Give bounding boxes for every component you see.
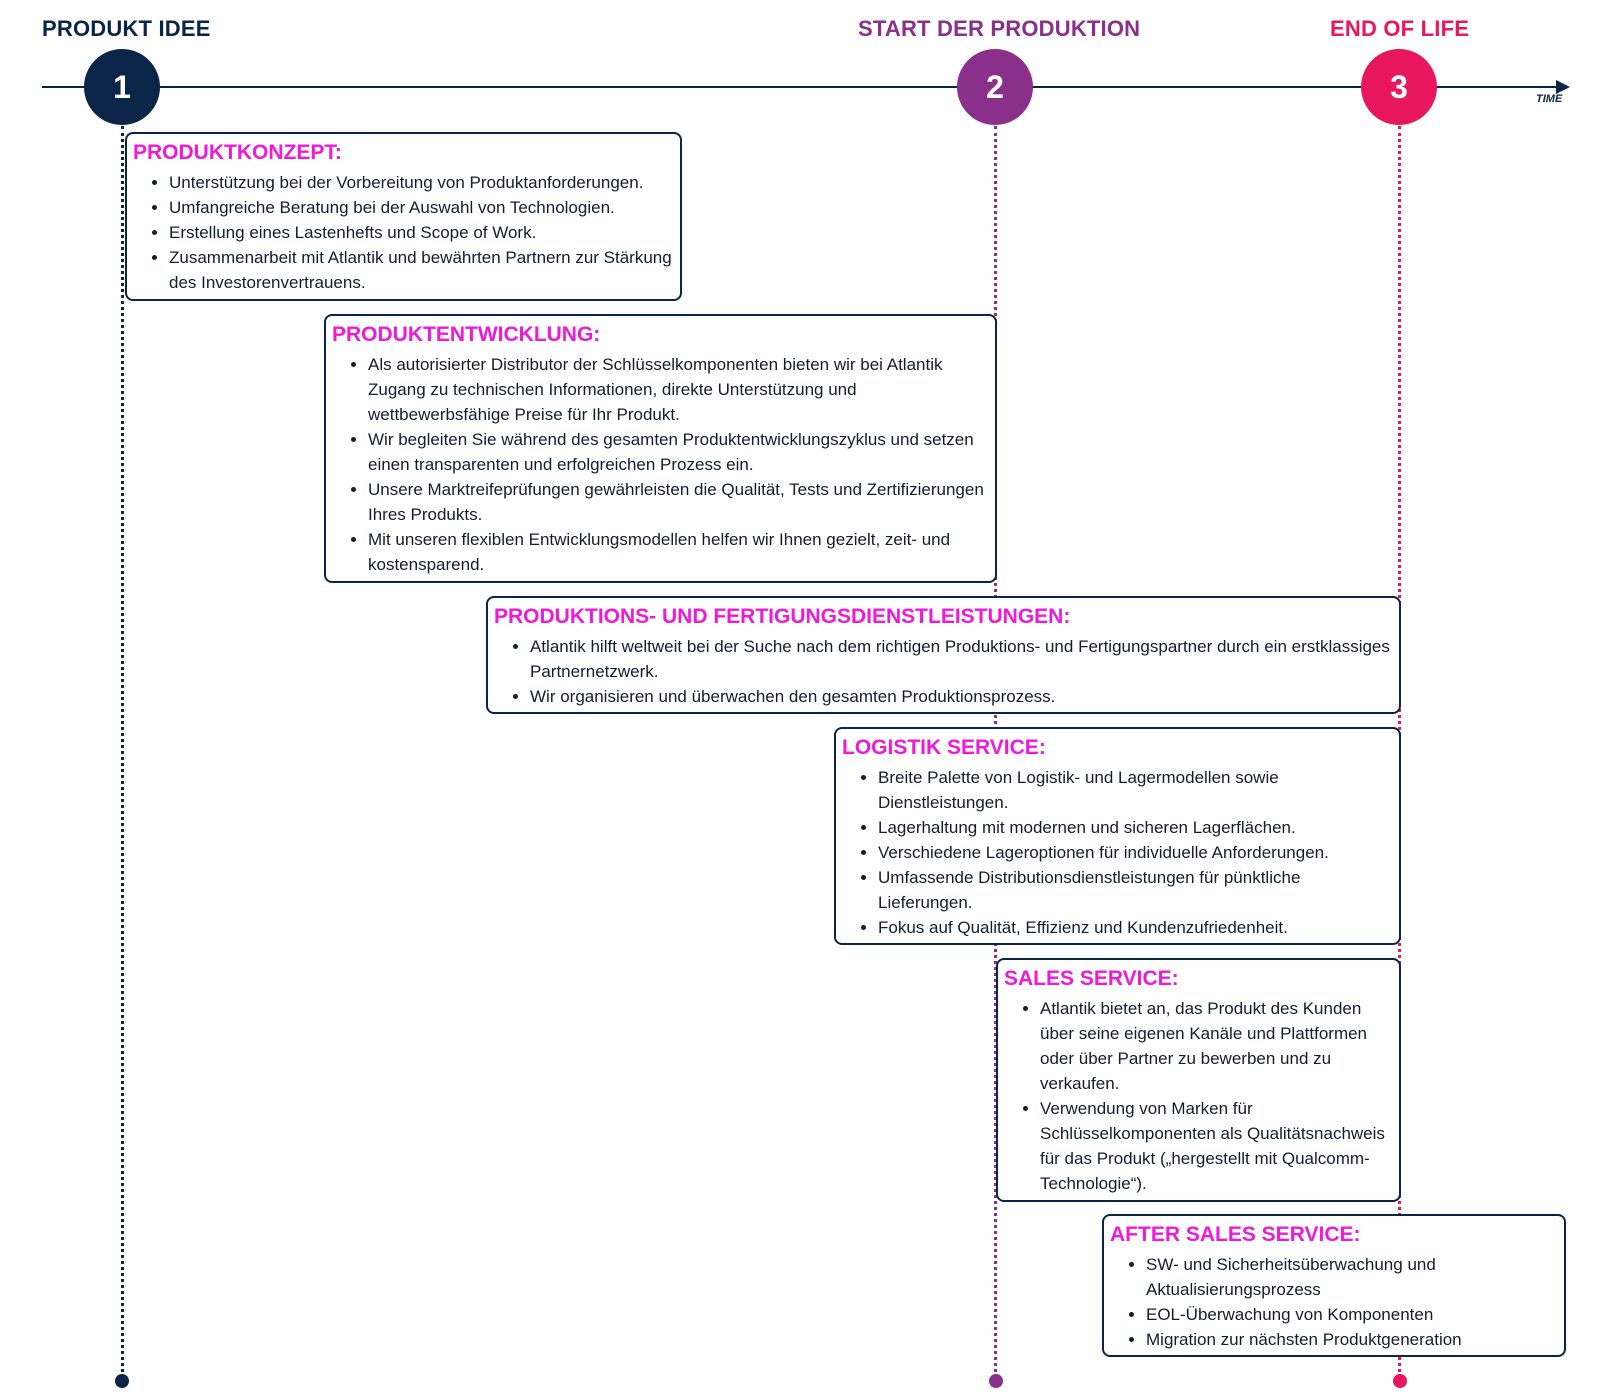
list-item: Breite Palette von Logistik- und Lagermo… (878, 765, 1391, 815)
list-item: Unsere Marktreifeprüfungen gewährleisten… (368, 477, 987, 527)
milestone-marker-1: 1 (84, 49, 160, 125)
list-item: SW- und Sicherheitsüberwachung und Aktua… (1146, 1252, 1556, 1302)
card-sales-service: SALES SERVICE: Atlantik bietet an, das P… (996, 958, 1401, 1202)
guide-end-dot-1 (115, 1374, 129, 1388)
milestone-title-produkt-idee: PRODUKT IDEE (42, 16, 211, 41)
axis-arrow-icon (1556, 80, 1570, 94)
list-item: Verwendung von Marken für Schlüsselkompo… (1040, 1096, 1391, 1196)
list-item: Fokus auf Qualität, Effizienz und Kunden… (878, 915, 1391, 940)
time-axis (42, 86, 1562, 88)
list-item: EOL-Überwachung von Komponenten (1146, 1302, 1556, 1327)
list-item: Umfassende Distributionsdienstleistungen… (878, 865, 1391, 915)
list-item: Umfangreiche Beratung bei der Auswahl vo… (169, 195, 672, 220)
card-logistik-service: LOGISTIK SERVICE: Breite Palette von Log… (834, 727, 1401, 945)
milestone-title-start-der-produktion: START DER PRODUKTION (858, 16, 1141, 41)
card-list: Als autorisierter Distributor der Schlüs… (332, 352, 987, 577)
list-item: Erstellung eines Lastenhefts und Scope o… (169, 220, 672, 245)
card-produktentwicklung: PRODUKTENTWICKLUNG: Als autorisierter Di… (324, 314, 997, 583)
list-item: Atlantik bietet an, das Produkt des Kund… (1040, 996, 1391, 1096)
list-item: Wir begleiten Sie während des gesamten P… (368, 427, 987, 477)
card-after-sales-service: AFTER SALES SERVICE: SW- und Sicherheits… (1102, 1214, 1566, 1357)
guide-end-dot-2 (989, 1374, 1003, 1388)
card-title: AFTER SALES SERVICE: (1110, 1223, 1361, 1246)
axis-label: TIME (1536, 93, 1563, 105)
list-item: Lagerhaltung mit modernen und sicheren L… (878, 815, 1391, 840)
milestone-guide-1 (121, 126, 124, 1378)
card-list: SW- und Sicherheitsüberwachung und Aktua… (1110, 1252, 1556, 1352)
list-item: Migration zur nächsten Produktgeneration (1146, 1327, 1556, 1352)
card-title: PRODUKTIONS- UND FERTIGUNGSDIENSTLEISTUN… (494, 605, 1071, 628)
list-item: Unterstützung bei der Vorbereitung von P… (169, 170, 672, 195)
card-title: PRODUKTKONZEPT: (133, 141, 342, 164)
list-item: Verschiedene Lageroptionen für individue… (878, 840, 1391, 865)
card-list: Unterstützung bei der Vorbereitung von P… (133, 170, 672, 295)
list-item: Als autorisierter Distributor der Schlüs… (368, 352, 987, 427)
card-list: Breite Palette von Logistik- und Lagermo… (842, 765, 1391, 940)
card-title: LOGISTIK SERVICE: (842, 736, 1046, 759)
card-produktionsdienstleistungen: PRODUKTIONS- UND FERTIGUNGSDIENSTLEISTUN… (486, 596, 1401, 714)
milestone-marker-3: 3 (1361, 49, 1437, 125)
guide-end-dot-3 (1393, 1374, 1407, 1388)
card-list: Atlantik bietet an, das Produkt des Kund… (1004, 996, 1391, 1196)
milestone-marker-2: 2 (957, 49, 1033, 125)
card-list: Atlantik hilft weltweit bei der Suche na… (494, 634, 1391, 709)
list-item: Zusammenarbeit mit Atlantik und bewährte… (169, 245, 672, 295)
list-item: Atlantik hilft weltweit bei der Suche na… (530, 634, 1391, 684)
list-item: Wir organisieren und überwachen den gesa… (530, 684, 1391, 709)
list-item: Mit unseren flexiblen Entwicklungsmodell… (368, 527, 987, 577)
card-produktkonzept: PRODUKTKONZEPT: Unterstützung bei der Vo… (125, 132, 682, 301)
card-title: PRODUKTENTWICKLUNG: (332, 323, 601, 346)
card-title: SALES SERVICE: (1004, 967, 1179, 990)
milestone-title-end-of-life: END OF LIFE (1330, 16, 1470, 41)
